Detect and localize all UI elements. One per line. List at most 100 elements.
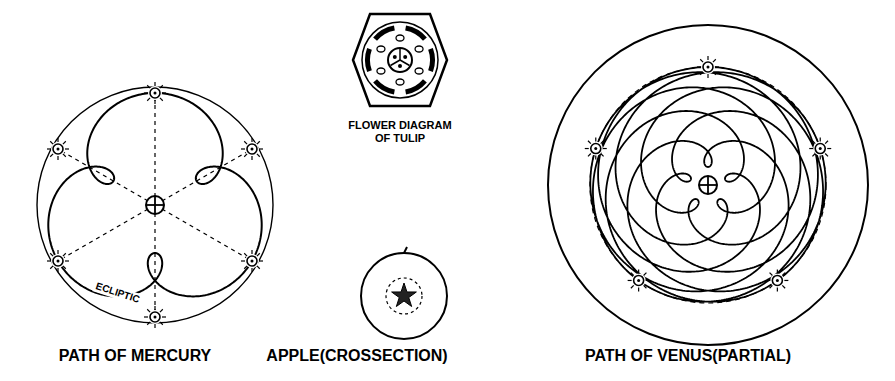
tepal-mark — [365, 48, 372, 72]
sun-dot — [250, 260, 253, 263]
sun-ray — [144, 92, 148, 93]
earth-disc — [699, 176, 717, 194]
sun-ray — [770, 285, 773, 288]
caption-label: FLOWER DIAGRAM OF TULIP — [341, 119, 459, 144]
sun-ray — [257, 266, 260, 269]
sun-ray — [47, 148, 51, 149]
sun-ray — [244, 266, 247, 269]
sun-ray — [713, 72, 716, 75]
sun-ray — [820, 138, 821, 142]
seed-star — [392, 283, 417, 307]
stamen-mark — [396, 35, 404, 41]
sun-ray — [638, 287, 639, 291]
sun-ray — [244, 154, 247, 157]
sun-ray — [257, 141, 260, 144]
earth-cross — [707, 176, 709, 194]
sight-line — [154, 205, 155, 317]
sun-disc — [703, 62, 713, 72]
sight-line — [58, 205, 155, 261]
tepal-mark — [405, 26, 427, 41]
sun-ray — [241, 260, 245, 261]
sun-ray — [162, 92, 166, 93]
sun-ray — [47, 260, 51, 261]
sun-ray — [160, 98, 163, 101]
sun-ray — [251, 250, 252, 254]
earth-symbol — [699, 176, 717, 194]
sun-disc — [634, 275, 644, 285]
sun-ray — [63, 253, 66, 256]
sun-ray — [160, 309, 163, 312]
ecliptic-label: ECLIPTIC — [93, 280, 144, 306]
sun-ray — [257, 154, 260, 157]
sun-ray — [160, 322, 163, 325]
sun-disc — [53, 144, 63, 154]
sun-dot — [154, 92, 157, 95]
sun-ray — [601, 141, 604, 144]
caption-label: APPLE(CROSSECTION) — [264, 347, 449, 365]
sun-ray — [57, 138, 58, 142]
sun-ray — [782, 285, 785, 288]
mercury-figure — [37, 82, 273, 328]
apple-stem — [404, 247, 407, 253]
sun-ray — [644, 285, 647, 288]
sun-disc — [150, 88, 160, 98]
sun-ray — [63, 266, 66, 269]
sun-ray — [147, 98, 150, 101]
sun-dot — [250, 148, 253, 151]
earth-cross — [154, 196, 156, 214]
stamen-mark — [377, 68, 385, 74]
sun-ray — [154, 100, 155, 104]
ovule-mark — [398, 64, 402, 68]
tulip-figure — [353, 14, 447, 106]
sun-ray — [700, 72, 703, 75]
sun-ray — [713, 59, 716, 62]
sun-ray — [825, 141, 828, 144]
sun-ray — [707, 74, 708, 78]
sun-disc — [150, 312, 160, 322]
mercury-path — [48, 93, 261, 296]
stamen-mark — [415, 68, 423, 74]
earth-symbol — [146, 196, 164, 214]
sun-disc — [772, 275, 782, 285]
tulip-outline — [353, 14, 447, 106]
sun-dot — [819, 147, 822, 150]
sight-line — [155, 149, 252, 205]
sun-ray — [812, 153, 815, 156]
sun-ray — [160, 85, 163, 88]
sun-ray — [644, 273, 647, 276]
sun-symbol — [766, 269, 788, 291]
sun-ray — [812, 141, 815, 144]
ovule-mark — [403, 55, 407, 59]
sun-orbit — [590, 67, 826, 303]
sun-ray — [259, 148, 263, 149]
sun-disc — [53, 256, 63, 266]
sun-ray — [241, 148, 245, 149]
tepal-mark — [428, 48, 435, 72]
sun-ray — [766, 280, 770, 281]
sun-ray — [154, 82, 155, 86]
sun-ray — [147, 85, 150, 88]
sun-ray — [251, 138, 252, 142]
sun-ray — [601, 153, 604, 156]
core-ring — [386, 278, 422, 314]
sun-ray — [65, 260, 69, 261]
sun-symbol — [697, 56, 719, 78]
sun-ray — [162, 316, 166, 317]
sun-ray — [777, 287, 778, 291]
sun-ray — [603, 148, 607, 149]
sun-symbol — [628, 269, 650, 291]
sun-ray — [820, 156, 821, 160]
caption-label: PATH OF MERCURY — [57, 347, 214, 365]
sun-ray — [646, 280, 650, 281]
tepal-mark — [405, 79, 427, 94]
sun-ray — [707, 56, 708, 60]
sun-ray — [154, 324, 155, 328]
sun-ray — [50, 154, 53, 157]
sun-ray — [257, 253, 260, 256]
caption-label: PATH OF VENUS(PARTIAL) — [583, 347, 793, 365]
sun-ray — [827, 148, 831, 149]
stamen-mark — [396, 79, 404, 85]
sun-ray — [57, 156, 58, 160]
sun-ray — [147, 309, 150, 312]
